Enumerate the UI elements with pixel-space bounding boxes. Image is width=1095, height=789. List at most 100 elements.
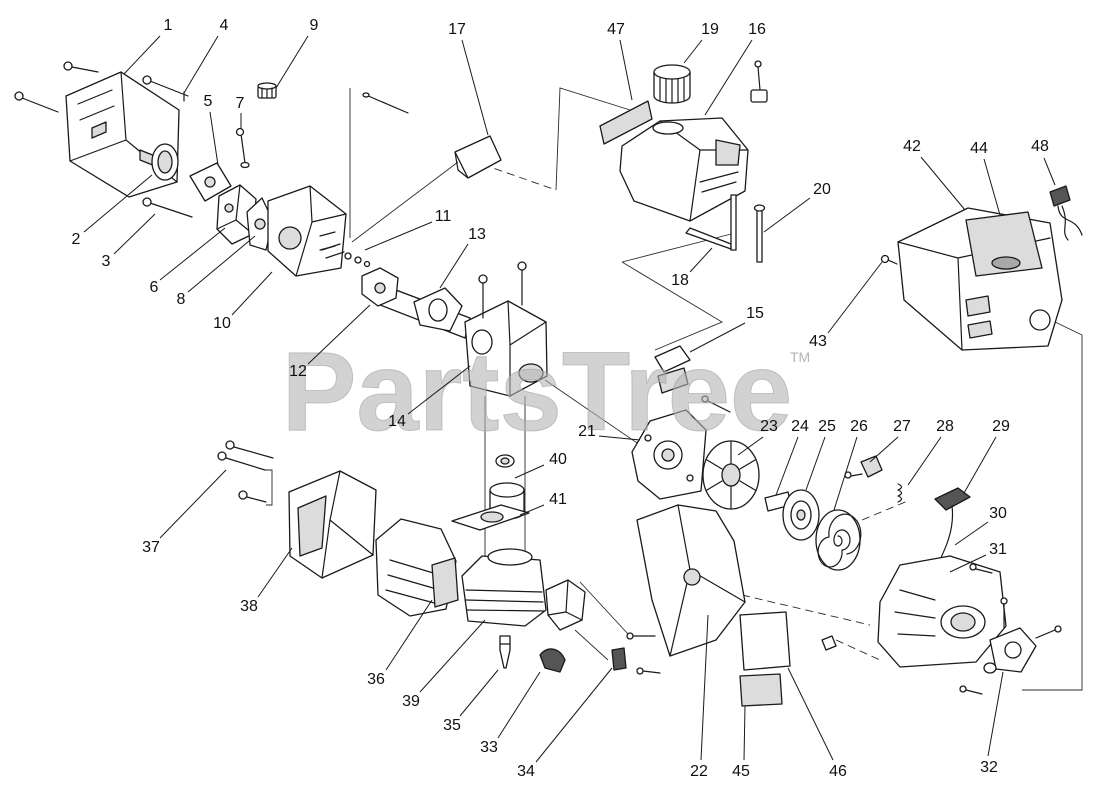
spark-plug [499,635,511,669]
callout-number: 24 [791,418,809,435]
callout-48: 48 [1031,138,1056,186]
carburetor-gasket [189,162,232,202]
callout-number: 16 [748,21,766,38]
callout-37: 37 [142,469,227,556]
callout-9: 9 [275,17,319,89]
callout-number: 12 [289,363,307,380]
callout-number: 47 [607,21,625,38]
assembly-lines [265,87,1083,691]
callout-22: 22 [690,614,709,780]
starter-pulley [782,489,820,541]
callout-40: 40 [514,451,567,479]
callout-number: 31 [989,541,1007,558]
callout-number: 37 [142,539,160,556]
callout-5: 5 [204,93,219,166]
carburetor-screw-upper [142,75,189,102]
callout-32: 32 [980,671,1004,776]
callout-26: 26 [833,418,868,511]
retaining-clip [654,345,691,394]
callout-number: 48 [1031,138,1049,155]
callout-number: 20 [813,181,831,198]
partstree-watermark: PartsTree TM [281,329,810,455]
callout-28: 28 [907,418,954,486]
shroud-label [965,211,1043,277]
housing-clip [821,635,837,651]
fuel-tank [619,117,749,222]
callout-number: 21 [578,423,596,440]
muffler-gasket [431,557,459,608]
small-hardware [321,243,371,268]
callout-39: 39 [402,619,486,710]
callout-8: 8 [177,235,256,308]
fuel-line-bracket [685,194,737,251]
filter-seal-ring [151,143,179,181]
callout-number: 33 [480,739,498,756]
callout-12: 12 [289,304,371,380]
callout-number: 19 [701,21,719,38]
callout-number: 15 [746,305,764,322]
callout-number: 25 [818,418,836,435]
callout-30: 30 [954,505,1007,546]
shroud-screw [880,254,898,265]
carburetor [216,184,257,245]
callout-25: 25 [805,418,836,491]
callout-number: 39 [402,693,420,710]
callout-number: 17 [448,21,466,38]
ignition-screws [626,632,661,675]
callout-number: 9 [310,17,319,34]
callout-27: 27 [869,418,911,463]
callout-2: 2 [72,174,153,248]
callout-number: 6 [150,279,159,296]
callout-36: 36 [367,599,433,688]
debris-deflector [636,504,746,657]
air-filter-cover [65,71,180,198]
callout-43: 43 [809,261,883,350]
callout-number: 11 [435,208,452,225]
pawl [844,455,883,479]
callout-42: 42 [903,138,966,211]
muffler-bolts [217,440,274,503]
callout-number: 38 [240,598,258,615]
callouts: 1 4 9 17 47 19 16 5 7 2 3 6 8 10 11 13 2… [72,17,1056,780]
flywheel [702,440,760,510]
callout-15: 15 [689,305,764,353]
callout-1: 1 [123,17,173,75]
callout-number: 26 [850,418,868,435]
starter-plate-screw [701,395,731,413]
stop-switch [1049,185,1083,241]
watermark-trademark: TM [790,349,810,365]
spark-plug-boot [539,648,566,673]
callout-14: 14 [388,365,471,430]
callout-number: 43 [809,333,827,350]
callout-6: 6 [150,227,226,296]
callout-number: 35 [443,717,461,734]
support-rod [753,204,766,263]
callout-number: 45 [732,763,750,780]
callout-number: 10 [213,315,231,332]
callout-24: 24 [775,418,809,496]
crankcase-gasket [413,287,463,332]
ground-clip [611,647,627,671]
callout-17: 17 [448,21,489,136]
callout-23: 23 [737,418,778,456]
callout-number: 23 [760,418,778,435]
callout-41: 41 [519,491,567,516]
callout-46: 46 [787,667,847,780]
cylinder [461,548,547,627]
callout-number: 7 [236,95,245,112]
callout-number: 32 [980,759,998,776]
fuel-tank-label [599,100,653,145]
callout-38: 38 [240,547,293,615]
callout-number: 40 [549,451,567,468]
callout-21: 21 [578,423,641,441]
starter-plate [631,409,707,500]
fuel-fitting [257,82,277,99]
ignition-module [545,579,586,631]
callout-number: 8 [177,291,186,308]
info-label [739,673,783,707]
carburetor-adapter [267,185,347,277]
warning-label [739,611,791,671]
callout-number: 5 [204,93,213,110]
callout-number: 46 [829,763,847,780]
